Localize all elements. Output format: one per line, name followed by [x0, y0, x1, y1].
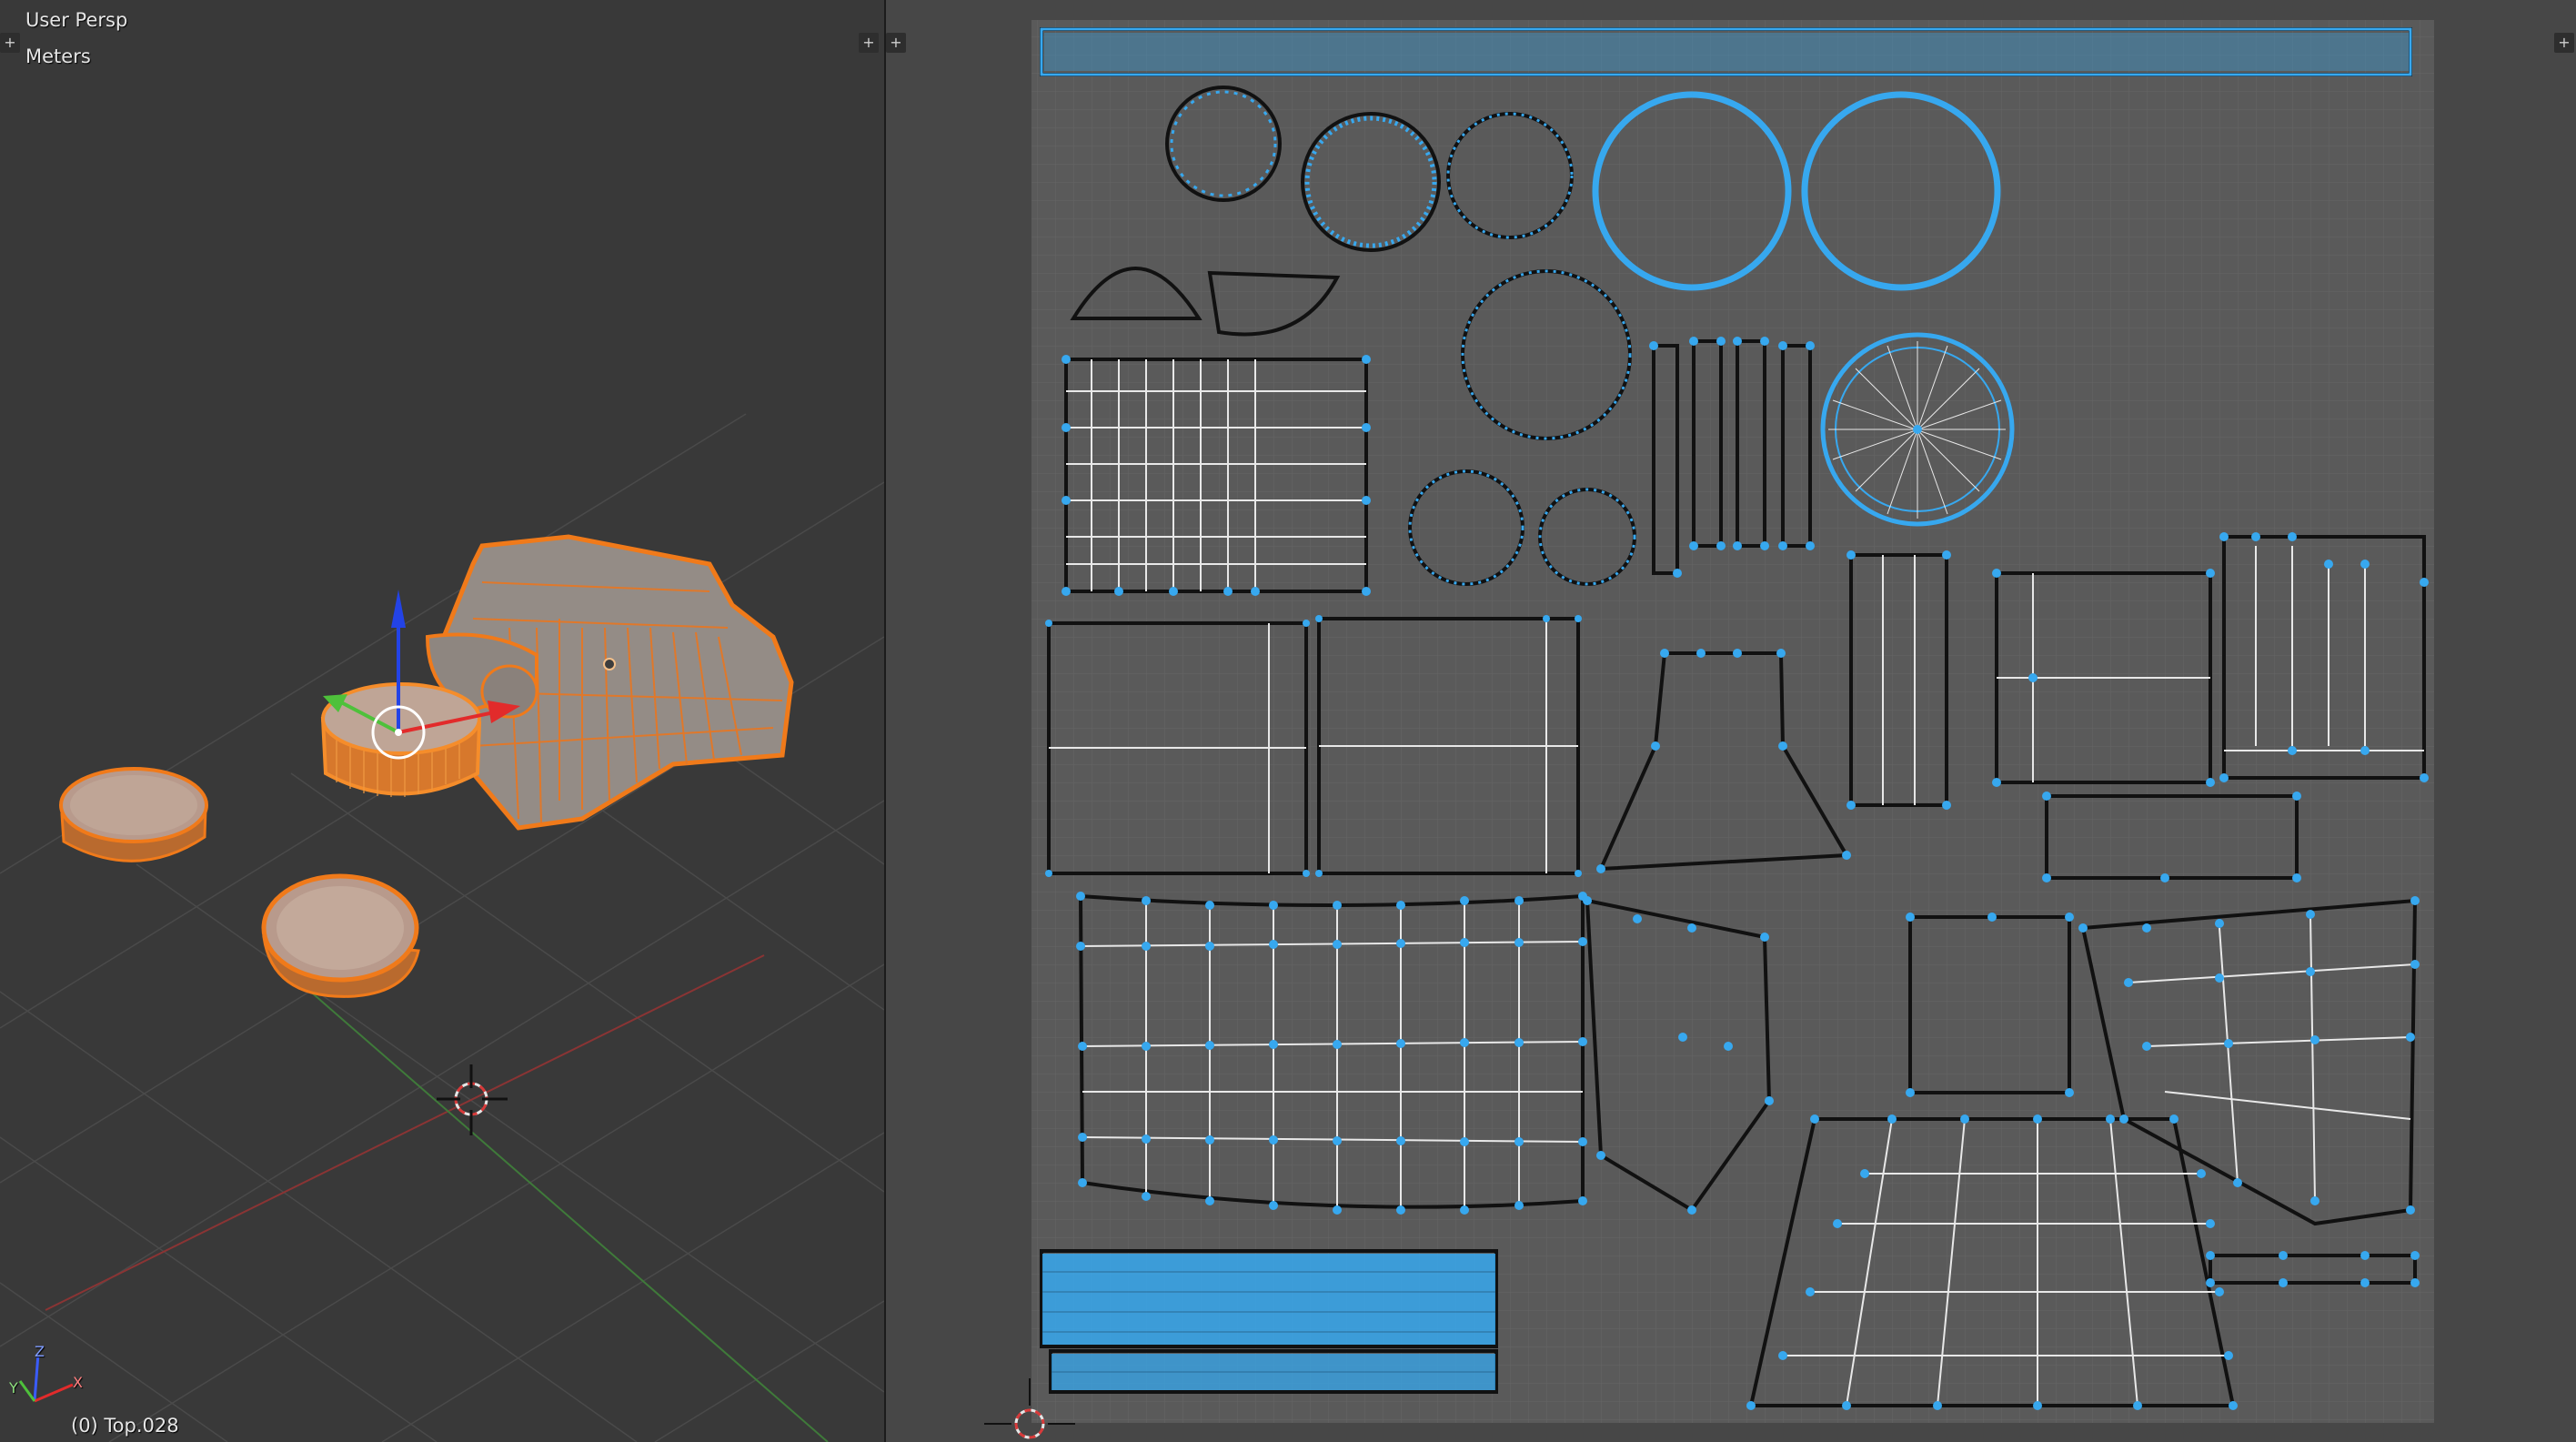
uv-2d-cursor-icon[interactable]: [984, 1378, 1075, 1439]
mesh-cap-lower[interactable]: [261, 873, 420, 998]
axis-z-label: Z: [35, 1343, 45, 1360]
3d-viewport[interactable]: User Persp Meters (0) Top.028 Z X Y + +: [0, 0, 884, 1442]
axis-x-label: X: [73, 1374, 83, 1391]
split-area-icon[interactable]: +: [859, 33, 879, 53]
uv-image-editor[interactable]: + +: [886, 0, 2576, 1442]
3d-cursor-icon[interactable]: [437, 1064, 508, 1135]
mesh-main-housing[interactable]: [425, 534, 794, 831]
uv-vertices[interactable]: [1045, 337, 2429, 1410]
axis-y-label: Y: [9, 1379, 18, 1397]
split-area-icon[interactable]: +: [886, 33, 906, 53]
uv-canvas[interactable]: [886, 0, 2576, 1442]
split-area-icon[interactable]: +: [2554, 33, 2574, 53]
mesh-cap-active[interactable]: [320, 682, 482, 797]
floor-grid: [0, 413, 884, 1442]
viewport-canvas[interactable]: [0, 0, 884, 1442]
split-area-icon[interactable]: +: [0, 33, 20, 53]
axis-orientation-icon: [18, 1353, 74, 1403]
x-axis-line: [45, 954, 765, 1311]
units-label: Meters: [25, 45, 91, 67]
transform-gizmo[interactable]: [323, 590, 520, 760]
y-axis-line: [299, 982, 829, 1442]
view-label: User Persp: [25, 9, 128, 31]
area-divider[interactable]: [884, 0, 886, 1442]
active-object-label: (0) Top.028: [71, 1415, 179, 1437]
mesh-cap-left[interactable]: [59, 767, 208, 862]
